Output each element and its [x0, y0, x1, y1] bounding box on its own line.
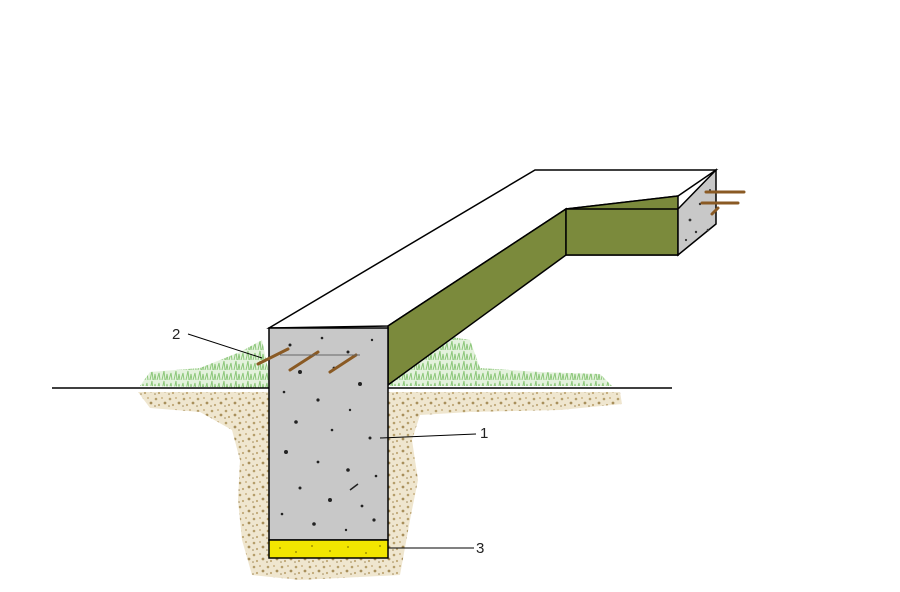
label-sand-cushion: 3 — [476, 540, 484, 557]
leader-line-footing — [379, 433, 477, 439]
label-rebar: 2 — [172, 326, 180, 343]
sand-cushion — [268, 539, 389, 559]
foundation-strip — [266, 168, 719, 541]
grass-layer — [140, 335, 612, 388]
label-footing: 1 — [480, 425, 488, 442]
concrete-aggregate — [280, 336, 378, 532]
rebar-bars — [256, 190, 746, 374]
leader-line-rebar — [187, 333, 263, 359]
foundation-front-section — [268, 327, 389, 541]
